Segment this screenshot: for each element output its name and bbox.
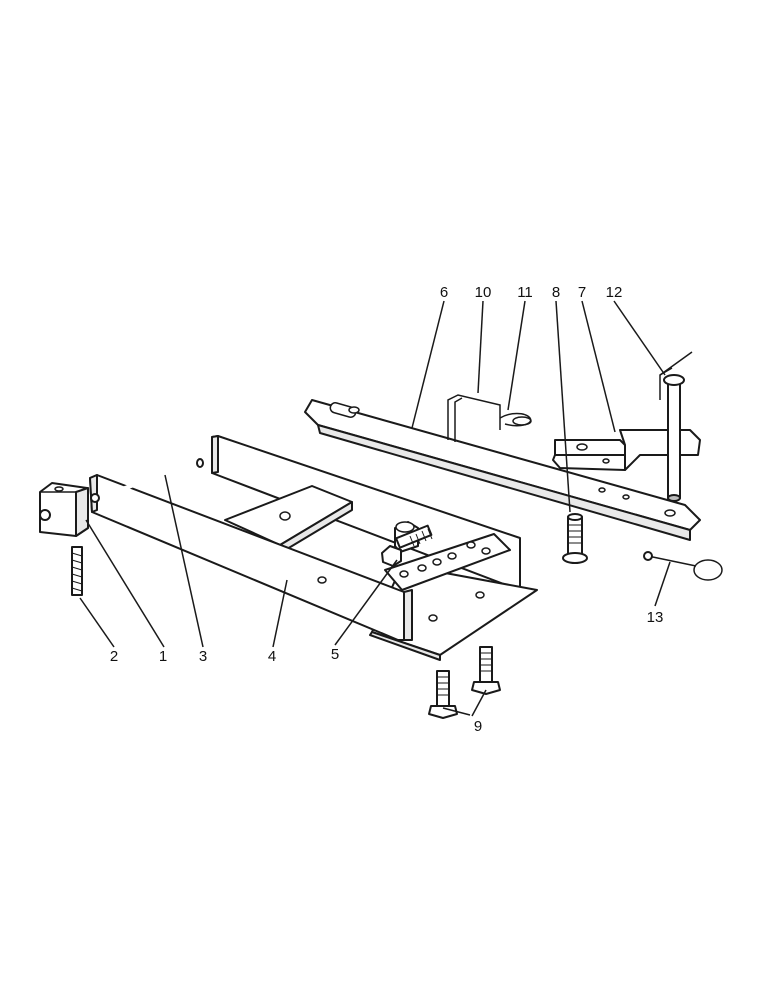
bolt-part-5 [381, 524, 433, 567]
callout-5: 5 [331, 646, 339, 663]
leader-1 [85, 519, 165, 648]
leader-8 [555, 300, 571, 513]
stud-part-2 [71, 546, 83, 596]
spring-clip-part-11 [499, 412, 532, 427]
callout-13: 13 [647, 609, 664, 626]
leader-5 [334, 559, 398, 646]
leader-13 [654, 561, 671, 607]
callout-11: 11 [517, 284, 533, 301]
leader-9b [471, 689, 487, 717]
leader-2 [79, 597, 115, 648]
callout-10: 10 [475, 284, 492, 301]
callout-4: 4 [268, 648, 276, 665]
rod-part-3 [94, 458, 204, 500]
leader-7 [581, 300, 616, 433]
callout-6: 6 [440, 284, 448, 301]
callout-7: 7 [578, 284, 586, 301]
callout-9: 9 [474, 718, 482, 735]
pin-part-8 [562, 513, 588, 564]
callout-2: 2 [110, 648, 118, 665]
leader-3 [164, 474, 204, 648]
callout-1: 1 [159, 648, 167, 665]
leader-10 [477, 300, 484, 394]
hitch-pin-part-12 [659, 351, 693, 502]
callout-12: 12 [606, 284, 623, 301]
block-part-1 [39, 482, 100, 537]
leader-9a [442, 707, 471, 716]
callout-labels: 2 1 3 4 5 6 10 11 8 7 12 13 9 [110, 284, 664, 735]
leader-lines [79, 300, 671, 717]
drawbar-frame-part-4 [89, 435, 538, 661]
u-clip-part-10 [447, 394, 501, 442]
bolts-part-9 [428, 646, 501, 719]
drawbar-part-6 [304, 399, 701, 541]
callout-3: 3 [199, 648, 207, 665]
callout-8: 8 [552, 284, 560, 301]
linch-pin-part-13 [643, 551, 723, 581]
leader-6 [411, 300, 445, 429]
leader-12 [613, 300, 666, 376]
leader-4 [272, 579, 288, 648]
leader-11 [507, 300, 526, 411]
